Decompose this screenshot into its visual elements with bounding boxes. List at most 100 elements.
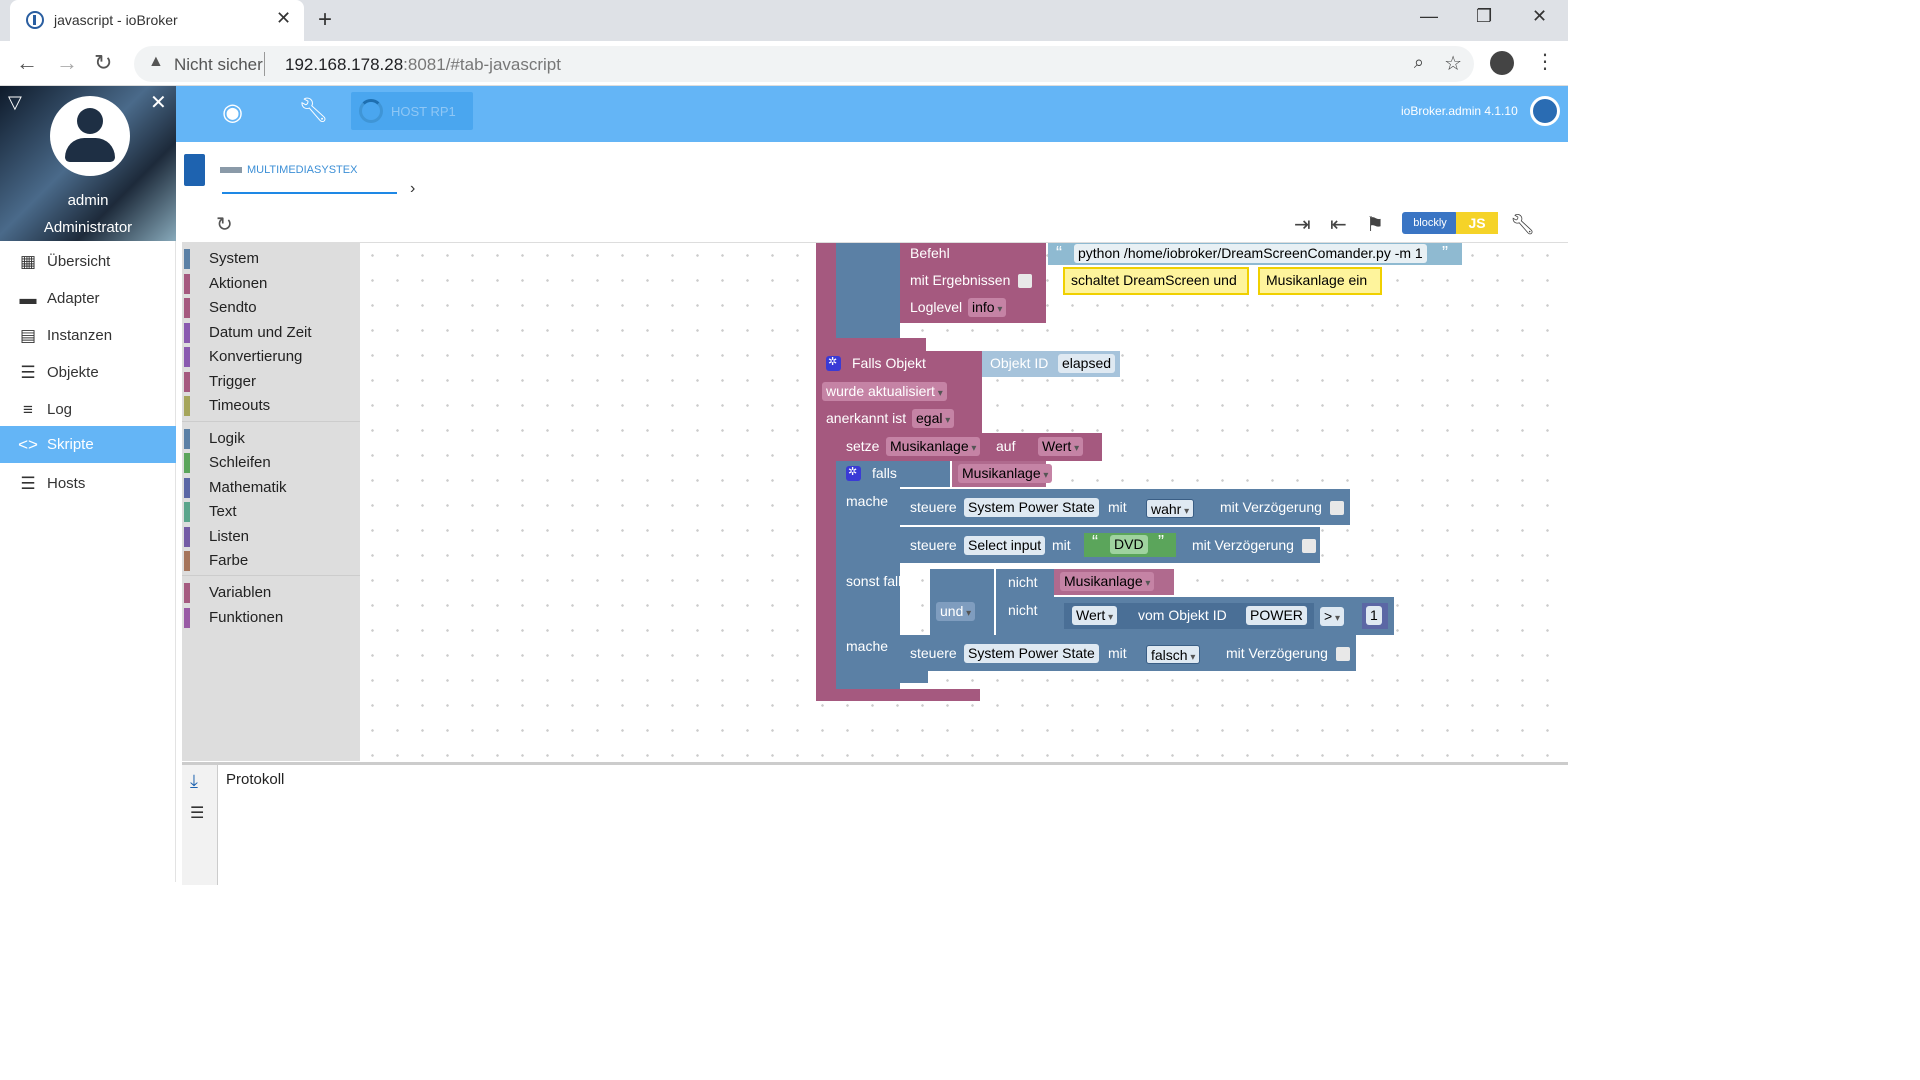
minimize-icon[interactable]: — (1420, 6, 1438, 26)
forward-icon[interactable]: → (56, 50, 78, 75)
sidebar-item-skripte[interactable]: <>Skripte (0, 426, 176, 463)
control-value-dropdown[interactable]: falsch (1146, 645, 1201, 664)
tab-script[interactable]: MULTIMEDIASYSTEX (220, 154, 397, 194)
trigger-ack-dropdown[interactable]: egal (912, 409, 955, 428)
exec-command-text[interactable]: python /home/iobroker/DreamScreenComande… (1074, 244, 1427, 263)
zoom-icon[interactable]: ⌕ (1413, 52, 1424, 72)
if-block[interactable]: falls mache sonst falls mache (836, 461, 908, 689)
sidebar-item-hosts[interactable]: ☰Hosts (0, 465, 176, 502)
loglevel-dropdown[interactable]: info (968, 298, 1007, 317)
toolbox-category[interactable]: Logik (182, 427, 360, 451)
get-state-object-id[interactable]: POWER (1246, 606, 1307, 625)
control-delay-checkbox[interactable] (1336, 647, 1350, 661)
control-delay-checkbox[interactable] (1302, 539, 1316, 553)
gear-icon[interactable] (826, 355, 841, 371)
text-string-value[interactable]: DVD (1110, 535, 1148, 554)
toolbox-category[interactable]: Mathematik (182, 476, 360, 500)
set-variable-dropdown[interactable]: Musikanlage (886, 437, 981, 456)
chevron-right-icon[interactable]: › (410, 180, 416, 197)
export-icon[interactable]: ⇥ (1294, 214, 1311, 236)
new-tab-button[interactable]: + (318, 6, 333, 33)
control-object-id[interactable]: Select input (964, 536, 1046, 555)
security-label[interactable]: Nicht sicher (174, 55, 263, 74)
control-block[interactable]: steuere System Power State mit falsch mi… (900, 635, 1356, 671)
trigger-updated-dropdown[interactable]: wurde aktualisiert (822, 382, 947, 401)
menu-triangle-icon[interactable]: ▽ (8, 92, 22, 112)
number-block[interactable]: 1 (1362, 603, 1388, 629)
toolbox-category[interactable]: Trigger (182, 370, 360, 394)
toolbox-category[interactable]: Text (182, 500, 360, 524)
comment-bubble[interactable]: Musikanlage ein (1258, 267, 1382, 295)
browser-menu-icon[interactable]: ⋮ (1535, 51, 1555, 73)
sidebar-item-objekte[interactable]: ☰Objekte (0, 354, 176, 391)
number-value[interactable]: 1 (1366, 606, 1382, 625)
logic-and-block[interactable]: und (930, 569, 994, 635)
comment-bubble[interactable]: schaltet DreamScreen und (1063, 267, 1249, 295)
toolbox-category[interactable]: Farbe (182, 549, 360, 573)
control-object-id[interactable]: System Power State (964, 498, 1099, 517)
toolbox-category[interactable]: Konvertierung (182, 345, 360, 369)
wrench-icon[interactable]: 🔧︎ (298, 97, 329, 124)
set-variable-block[interactable]: setze Musikanlage auf Wert (836, 433, 1102, 461)
compare-block[interactable]: Wert vom Objekt ID POWER > 1 (1054, 597, 1394, 635)
object-id-value[interactable]: elapsed (1058, 354, 1116, 373)
if-variable-dropdown[interactable]: Musikanlage (958, 464, 1053, 483)
sidebar-close-icon[interactable]: ✕ (150, 92, 167, 114)
bookmark-star-icon[interactable]: ☆ (1444, 53, 1462, 75)
toolbox-category[interactable]: Schleifen (182, 451, 360, 475)
control-delay-checkbox[interactable] (1330, 501, 1344, 515)
control-block[interactable]: steuere System Power State mit wahr mit … (900, 489, 1350, 525)
logic-not-block[interactable]: nicht (996, 597, 1054, 635)
trigger-block[interactable]: Falls Objekt wurde aktualisiert anerkann… (816, 351, 982, 433)
control-block[interactable]: steuere Select input mit “ DVD ” mit Ver… (900, 527, 1320, 563)
control-object-id[interactable]: System Power State (964, 644, 1099, 663)
checkered-flag-icon[interactable]: ⚑ (1366, 214, 1384, 236)
script-tab-close-icon[interactable]: X (350, 164, 358, 176)
object-id-block[interactable]: Objekt ID elapsed (982, 351, 1120, 377)
download-icon[interactable]: ⤓ (190, 771, 198, 791)
account-icon[interactable] (1490, 51, 1514, 75)
logic-not-block[interactable]: nicht (996, 569, 1054, 597)
control-value-dropdown[interactable]: wahr (1146, 499, 1195, 518)
toolbox-category[interactable]: Sendto (182, 296, 360, 320)
url-field[interactable]: ▲ Nicht sicher 192.168.178.28:8081/#tab-… (134, 46, 1474, 82)
toolbox-category[interactable]: Timeouts (182, 394, 360, 418)
exec-result-checkbox[interactable] (1018, 274, 1032, 288)
get-state-attr-dropdown[interactable]: Wert (1072, 606, 1118, 625)
close-window-icon[interactable]: ✕ (1532, 6, 1548, 26)
toolbox-category[interactable]: Funktionen (182, 606, 360, 630)
gear-icon[interactable] (846, 465, 861, 481)
tab-close-icon[interactable]: ✕ (276, 8, 292, 28)
url-text[interactable]: 192.168.178.28:8081/#tab-javascript (285, 55, 561, 75)
settings-wrench-icon[interactable]: 🔧︎ (1510, 214, 1536, 236)
toolbox-category[interactable]: System (182, 247, 360, 271)
sidebar-item-log[interactable]: ≡Log (0, 391, 176, 428)
logic-operator-dropdown[interactable]: und (936, 602, 976, 621)
import-icon[interactable]: ⇤ (1330, 214, 1347, 236)
host-button[interactable]: HOST RP1 (351, 92, 473, 130)
list-toggle-icon[interactable]: ☰ (190, 805, 205, 822)
sidebar-item-adapter[interactable]: ▬Adapter (0, 280, 176, 317)
browser-tab[interactable]: javascript - ioBroker ✕ (10, 0, 304, 41)
toolbox-category[interactable]: Aktionen (182, 272, 360, 296)
text-string-block[interactable]: “ DVD ” (1084, 532, 1176, 557)
compare-operator-dropdown[interactable]: > (1320, 607, 1344, 626)
eye-icon[interactable]: ◉ (222, 99, 243, 126)
reload-icon[interactable]: ↻ (94, 50, 113, 75)
blockly-js-toggle[interactable]: blockly JS (1402, 212, 1498, 234)
script-list-toggle-button[interactable] (184, 154, 205, 186)
back-icon[interactable]: ← (16, 50, 38, 75)
not-variable-block[interactable]: Musikanlage (1054, 569, 1174, 595)
exec-block[interactable]: Befehl mit Ergebnissen Loglevel info (900, 243, 1046, 323)
get-state-block[interactable]: Wert vom Objekt ID POWER (1064, 603, 1314, 629)
toolbox-category[interactable]: Listen (182, 525, 360, 549)
toolbox-category[interactable]: Datum und Zeit (182, 321, 360, 345)
blockly-workspace[interactable]: Befehl mit Ergebnissen Loglevel info “ p… (360, 243, 1568, 761)
sidebar-item-uebersicht[interactable]: ▦Übersicht (0, 243, 176, 280)
if-condition-block[interactable]: Musikanlage (952, 461, 1053, 487)
sidebar-item-instanzen[interactable]: ▤Instanzen (0, 317, 176, 354)
toolbox-category[interactable]: Variablen (182, 581, 360, 605)
maximize-icon[interactable]: ❐ (1476, 6, 1493, 26)
not-variable-dropdown[interactable]: Musikanlage (1060, 572, 1155, 591)
refresh-icon[interactable]: ↻ (216, 214, 233, 236)
